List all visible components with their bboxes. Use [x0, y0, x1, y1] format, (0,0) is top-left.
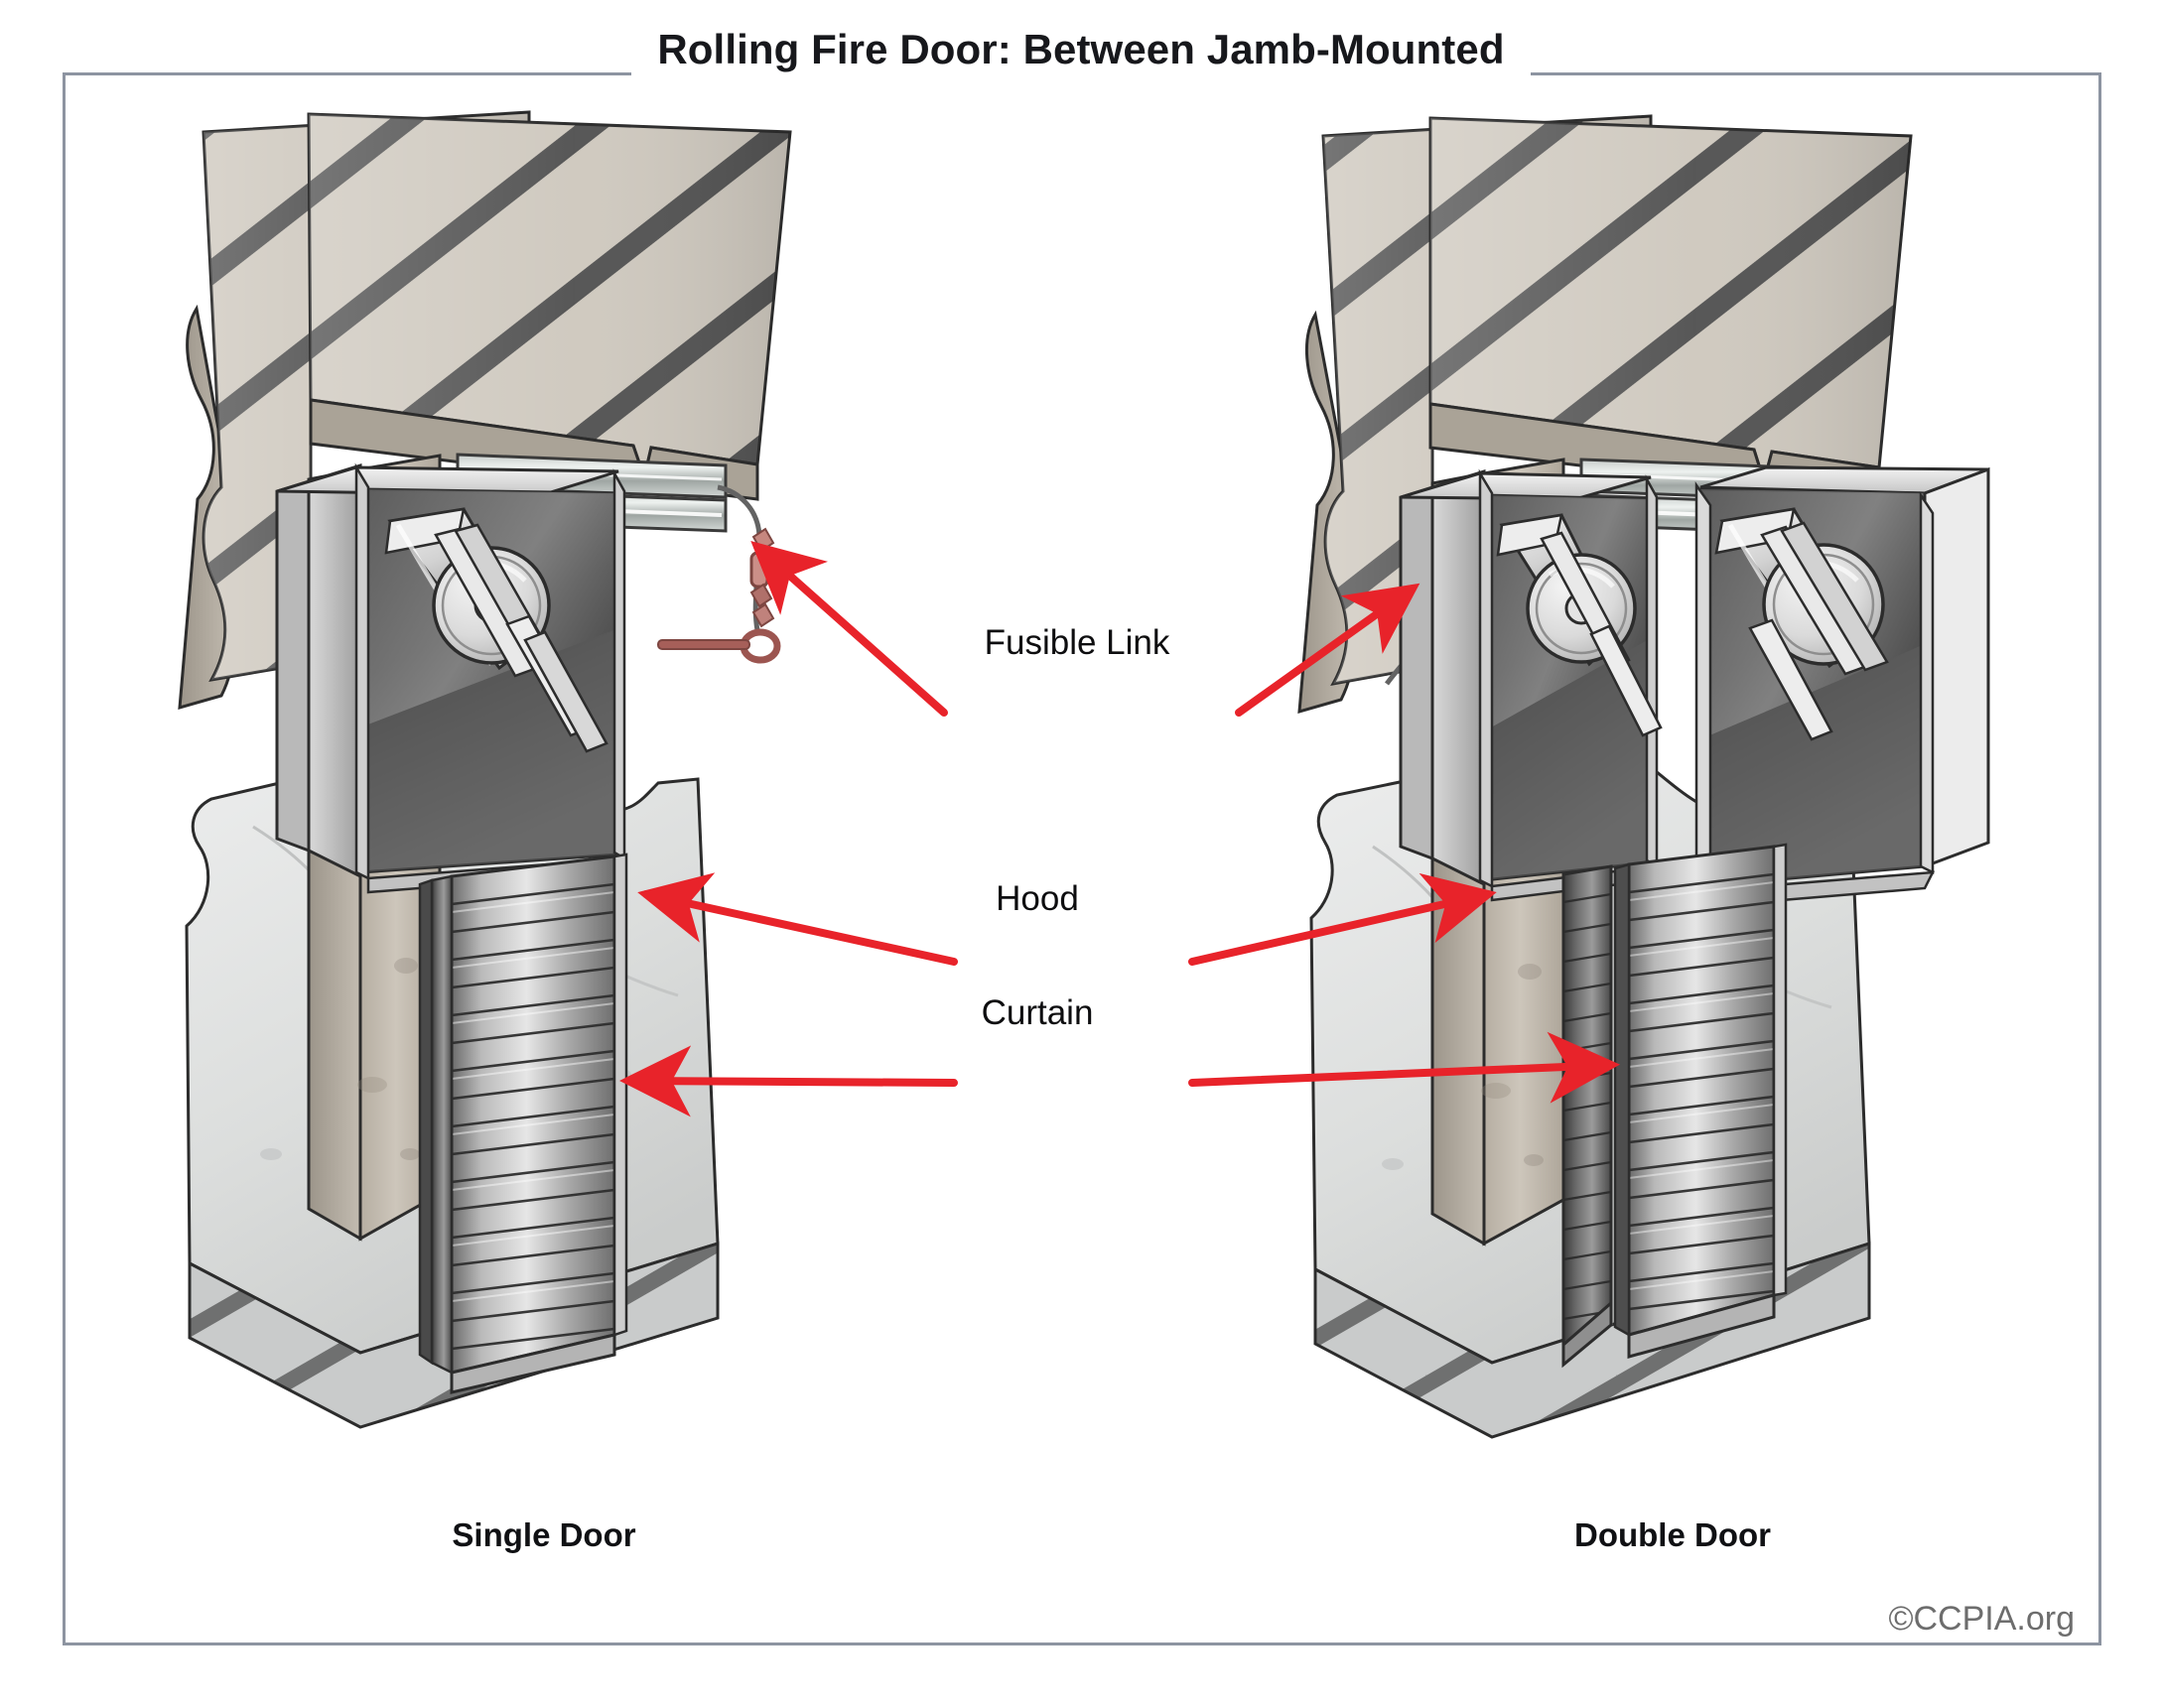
callout-arrows-single [619, 541, 958, 1117]
callout-label-hood: Hood [996, 879, 1079, 918]
caption-single-door: Single Door [452, 1516, 636, 1553]
single-door-illustration [178, 110, 958, 1429]
hood-double-left [1399, 468, 1663, 902]
curtain-roll-double-right [1748, 521, 1889, 741]
callout-label-curtain: Curtain [981, 993, 1094, 1032]
caption-double-door: Double Door [1574, 1516, 1771, 1553]
arrow-hood-double [1188, 872, 1497, 966]
page-title: Rolling Fire Door: Between Jamb-Mounted [631, 20, 1531, 79]
arrow-hood-single [637, 872, 958, 966]
double-door-illustration [1188, 114, 1990, 1439]
hood-single [275, 462, 626, 894]
curtain-double-left [1561, 864, 1613, 1369]
arrow-curtain-single [619, 1045, 958, 1117]
illustration-canvas [63, 72, 2101, 1645]
wall-header-single [307, 112, 792, 501]
curtain-roll-double-left [1540, 531, 1663, 737]
hood-double-right [1694, 465, 1990, 908]
arrow-curtain-double [1188, 1031, 1620, 1104]
wall-header-double [1428, 116, 1913, 503]
curtain-roll-single [434, 523, 608, 753]
arrow-fusible-link-single [750, 541, 948, 717]
copyright-notice: ©CCPIA.org [1888, 1600, 2075, 1638]
arrow-fusible-link-double [1235, 583, 1420, 717]
callout-label-fusible-link: Fusible Link [984, 623, 1170, 662]
curtain-double-right [1613, 843, 1788, 1359]
curtain-single [418, 853, 628, 1394]
callout-arrows-double [1188, 583, 1620, 1104]
